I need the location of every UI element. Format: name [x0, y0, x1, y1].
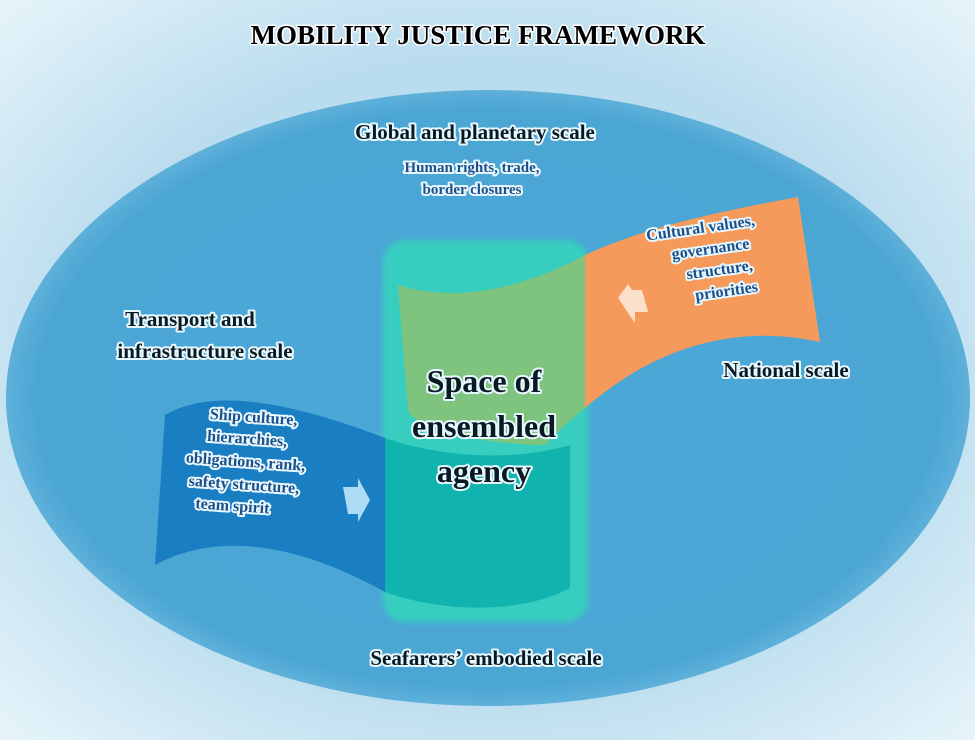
transport-banner	[155, 400, 385, 592]
center-bottom-shape	[385, 438, 570, 608]
embodied-scale-label: Seafarers’ embodied scale	[370, 646, 601, 670]
transport-detail: hierarchies,	[207, 428, 288, 451]
left-arrow-icon	[618, 284, 648, 323]
national-scale-label: National scale	[723, 358, 848, 382]
transport-scale-label: infrastructure scale	[117, 339, 292, 363]
transport-scale-label: Transport and	[125, 307, 255, 331]
diagram-title: MOBILITY JUSTICE FRAMEWORK	[250, 20, 705, 50]
center-top-shape	[398, 255, 585, 445]
center-label: agency	[437, 453, 531, 489]
center-label: ensembled	[412, 408, 556, 444]
global-scale-detail: border closures	[422, 182, 521, 198]
global-scale-detail: Human rights, trade,	[405, 160, 540, 176]
global-scale-label: Global and planetary scale	[355, 120, 595, 144]
center-label: Space of	[427, 363, 542, 399]
national-banner	[585, 197, 820, 408]
right-arrow-icon	[343, 478, 370, 522]
